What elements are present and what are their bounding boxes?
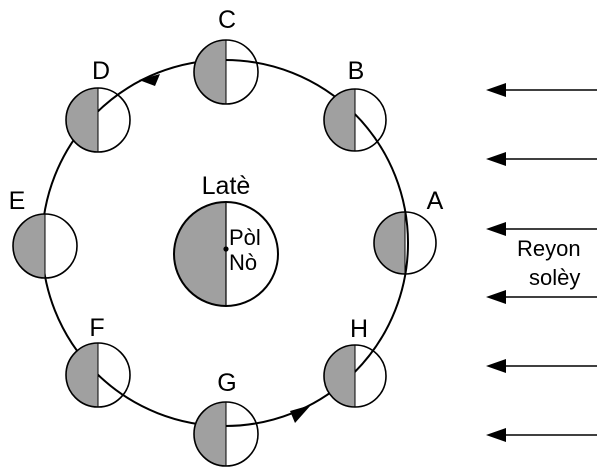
sun-ray-arrow <box>486 152 597 166</box>
moon-F <box>65 342 131 408</box>
moon-A-dark-half <box>374 212 405 274</box>
north-pole-dot <box>223 246 229 252</box>
pole-label-line1: Pòl <box>229 225 261 250</box>
orbit-arrow-bottom <box>290 405 311 423</box>
moon-A <box>373 211 437 275</box>
sun-rays-label-line1: Reyon <box>517 236 581 261</box>
moon-G-dark-half <box>194 402 226 466</box>
moon-label-D: D <box>92 57 110 85</box>
moon-F-dark-half <box>66 343 98 407</box>
sun-ray-arrow <box>486 83 597 97</box>
moon-label-C: C <box>218 6 236 34</box>
earth <box>173 201 279 307</box>
moon-D <box>65 87 131 153</box>
pole-label-line2: Nò <box>229 250 257 275</box>
moon-B-dark-half <box>324 89 355 151</box>
moon-D-dark-half <box>66 88 98 152</box>
moon-label-A: A <box>427 187 444 215</box>
sun-ray-arrow <box>486 290 597 304</box>
moon-H <box>323 344 387 408</box>
moon-H-dark-half <box>324 345 355 407</box>
sun-rays-label-line2: solèy <box>529 265 580 290</box>
earth-night-half <box>174 202 226 306</box>
moon-label-E: E <box>9 187 26 215</box>
sun-ray-arrow <box>486 222 597 236</box>
moon-label-F: F <box>89 314 104 342</box>
sun-rays <box>486 83 597 442</box>
moon-C <box>193 39 259 105</box>
moon-label-B: B <box>348 57 365 85</box>
moon-label-G: G <box>217 369 236 397</box>
moon-label-H: H <box>350 315 368 343</box>
sun-ray-arrow <box>486 359 597 373</box>
moon-B <box>323 88 387 152</box>
sun-ray-arrow <box>486 428 597 442</box>
orbit-arrow-top <box>139 74 160 86</box>
moon-E <box>12 213 78 279</box>
earth-title: Latè <box>202 172 251 200</box>
moon-E-dark-half <box>13 214 45 278</box>
moon-G <box>193 401 259 467</box>
moon-C-dark-half <box>194 40 226 104</box>
